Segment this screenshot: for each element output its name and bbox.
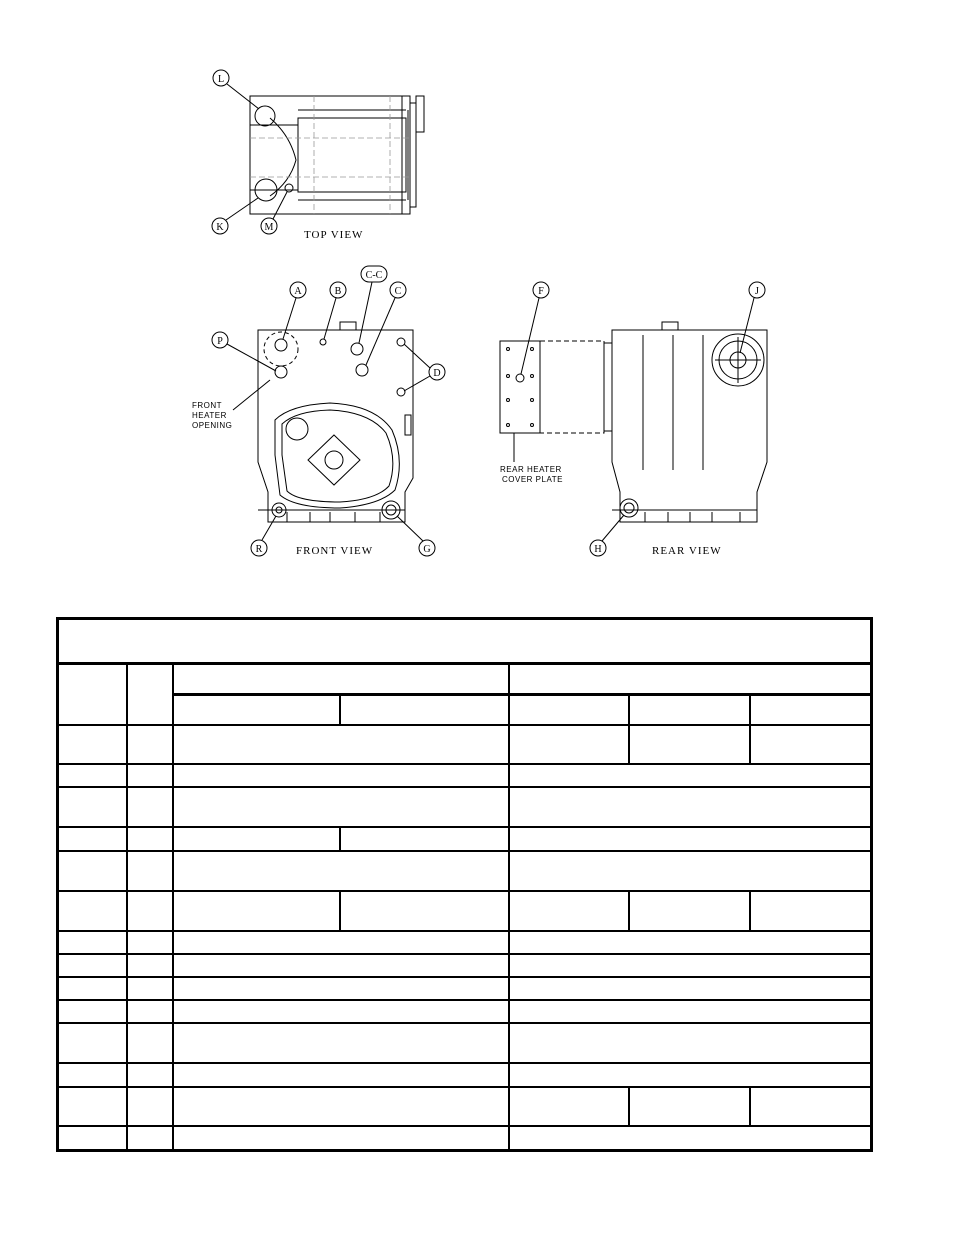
rear-heater-note-line2: COVER PLATE <box>502 475 563 484</box>
callout-b: B <box>335 286 342 297</box>
table-row-rule <box>59 850 870 852</box>
callout-c-c: C-C <box>366 270 383 281</box>
rear-view-label: REAR VIEW <box>652 545 722 557</box>
callout-m: M <box>265 222 274 233</box>
table-row-rule <box>59 1022 870 1024</box>
callout-k: K <box>216 222 224 233</box>
table-col-rule <box>339 826 341 850</box>
front-view-outline <box>257 321 414 523</box>
top-view-label: TOP VIEW <box>304 229 363 241</box>
callout-j: J <box>755 286 759 297</box>
subheader-rule <box>172 693 870 696</box>
table-col-rule <box>749 693 751 763</box>
table-row-rule <box>59 786 870 788</box>
table-col-rule <box>339 890 341 930</box>
table-col-rule <box>749 890 751 930</box>
table-col-rule <box>339 693 341 724</box>
rear-view-outline <box>499 321 768 523</box>
table-row-rule <box>59 953 870 955</box>
callout-c: C <box>395 286 402 297</box>
callout-leaders <box>211 69 766 557</box>
table-col-rule <box>126 662 128 1149</box>
table-row-rule <box>59 763 870 765</box>
spec-table <box>56 617 873 1152</box>
top-view-outline <box>249 95 425 215</box>
callout-r: R <box>256 544 263 555</box>
table-col-rule <box>628 1086 630 1125</box>
callout-f: F <box>538 286 544 297</box>
table-row-rule <box>59 999 870 1001</box>
callout-h: H <box>594 544 601 555</box>
front-heater-note-line3: OPENING <box>192 421 232 430</box>
front-view-label: FRONT VIEW <box>296 545 373 557</box>
table-row-rule <box>59 826 870 828</box>
table-row-rule <box>59 724 870 726</box>
table-col-rule <box>749 1086 751 1125</box>
table-row-rule <box>59 930 870 932</box>
callout-d: D <box>433 368 440 379</box>
callout-l: L <box>218 74 224 85</box>
front-heater-note-line1: FRONT <box>192 401 222 410</box>
table-col-rule <box>628 890 630 930</box>
callout-g: G <box>423 544 430 555</box>
callout-p: P <box>217 336 223 347</box>
front-heater-note-line2: HEATER <box>192 411 227 420</box>
table-row-rule <box>59 1086 870 1088</box>
table-row-rule <box>59 1125 870 1127</box>
engine-block-drawing: L K M A B C-C C P D R G F J H TOP VIEW F… <box>192 69 768 557</box>
table-row-rule <box>59 1062 870 1064</box>
table-col-rule <box>508 662 510 1149</box>
table-col-rule <box>628 693 630 763</box>
header-rule <box>59 662 870 665</box>
rear-heater-note-line1: REAR HEATER <box>500 465 562 474</box>
table-row-rule <box>59 890 870 892</box>
table-row-rule <box>59 976 870 978</box>
table-col-rule <box>172 662 174 1149</box>
callout-a: A <box>294 286 302 297</box>
